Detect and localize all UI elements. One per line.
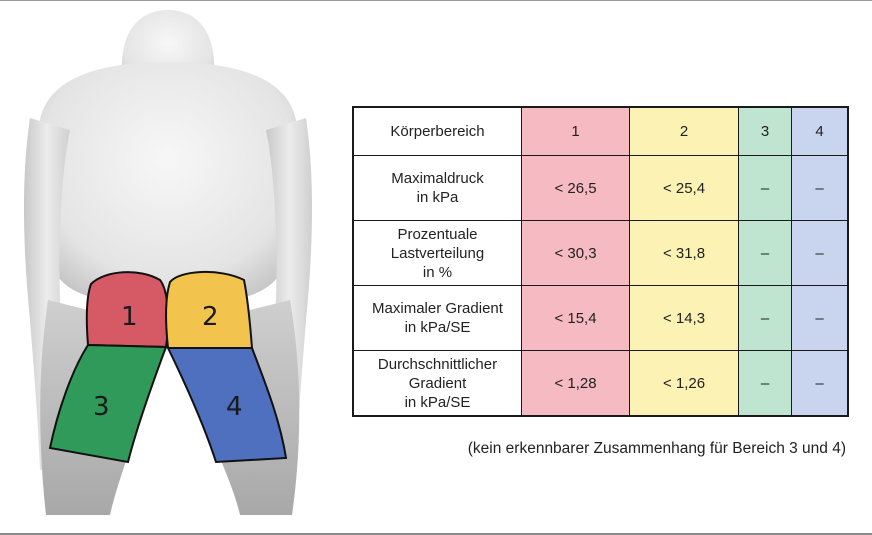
header-zone-4: 4 bbox=[791, 106, 849, 156]
zone-3-label: 3 bbox=[93, 392, 110, 422]
table-row: Maximaler Gradient in kPa/SE < 15,4 < 14… bbox=[352, 285, 849, 351]
row-label: Maximaldruck in kPa bbox=[352, 155, 522, 221]
cell-zone-4: – bbox=[791, 285, 849, 351]
row-label: Prozentuale Lastverteilung in % bbox=[352, 220, 522, 286]
cell-zone-4: – bbox=[791, 155, 849, 221]
cell-zone-3: – bbox=[738, 285, 792, 351]
top-border bbox=[0, 0, 872, 1]
cell-zone-1: < 30,3 bbox=[521, 220, 630, 286]
zone-2-label: 2 bbox=[202, 302, 219, 332]
table-header-row: Körperbereich 1 2 3 4 bbox=[352, 106, 849, 156]
body-figure-illustration: 1 2 3 4 bbox=[24, 10, 312, 515]
pressure-data-table: Körperbereich 1 2 3 4 Maximaldruck in kP… bbox=[352, 106, 849, 417]
zone-4-region bbox=[166, 347, 288, 464]
zone-4-label: 4 bbox=[226, 392, 243, 422]
cell-zone-4: – bbox=[791, 350, 849, 417]
table-row: Prozentuale Lastverteilung in % < 30,3 <… bbox=[352, 220, 849, 286]
cell-zone-4: – bbox=[791, 220, 849, 286]
cell-zone-2: < 31,8 bbox=[629, 220, 739, 286]
row-label: Maximaler Gradient in kPa/SE bbox=[352, 285, 522, 351]
cell-zone-2: < 1,26 bbox=[629, 350, 739, 417]
cell-zone-1: < 15,4 bbox=[521, 285, 630, 351]
cell-zone-1: < 26,5 bbox=[521, 155, 630, 221]
header-zone-2: 2 bbox=[629, 106, 739, 156]
zone-2-region bbox=[164, 271, 254, 349]
header-body-region: Körperbereich bbox=[352, 106, 522, 156]
bottom-border bbox=[0, 533, 872, 535]
header-zone-1: 1 bbox=[521, 106, 630, 156]
table-row: Durchschnittlicher Gradient in kPa/SE < … bbox=[352, 350, 849, 417]
torso-shape bbox=[39, 62, 297, 305]
zone-3-region bbox=[48, 343, 168, 464]
header-zone-3: 3 bbox=[738, 106, 792, 156]
cell-zone-3: – bbox=[738, 350, 792, 417]
cell-zone-3: – bbox=[738, 155, 792, 221]
table-footnote: (kein erkennbarer Zusammenhang für Berei… bbox=[467, 440, 846, 457]
cell-zone-2: < 14,3 bbox=[629, 285, 739, 351]
cell-zone-2: < 25,4 bbox=[629, 155, 739, 221]
table-row: Maximaldruck in kPa < 26,5 < 25,4 – – bbox=[352, 155, 849, 221]
cell-zone-1: < 1,28 bbox=[521, 350, 630, 417]
zone-1-label: 1 bbox=[121, 302, 138, 332]
row-label: Durchschnittlicher Gradient in kPa/SE bbox=[352, 350, 522, 417]
cell-zone-3: – bbox=[738, 220, 792, 286]
